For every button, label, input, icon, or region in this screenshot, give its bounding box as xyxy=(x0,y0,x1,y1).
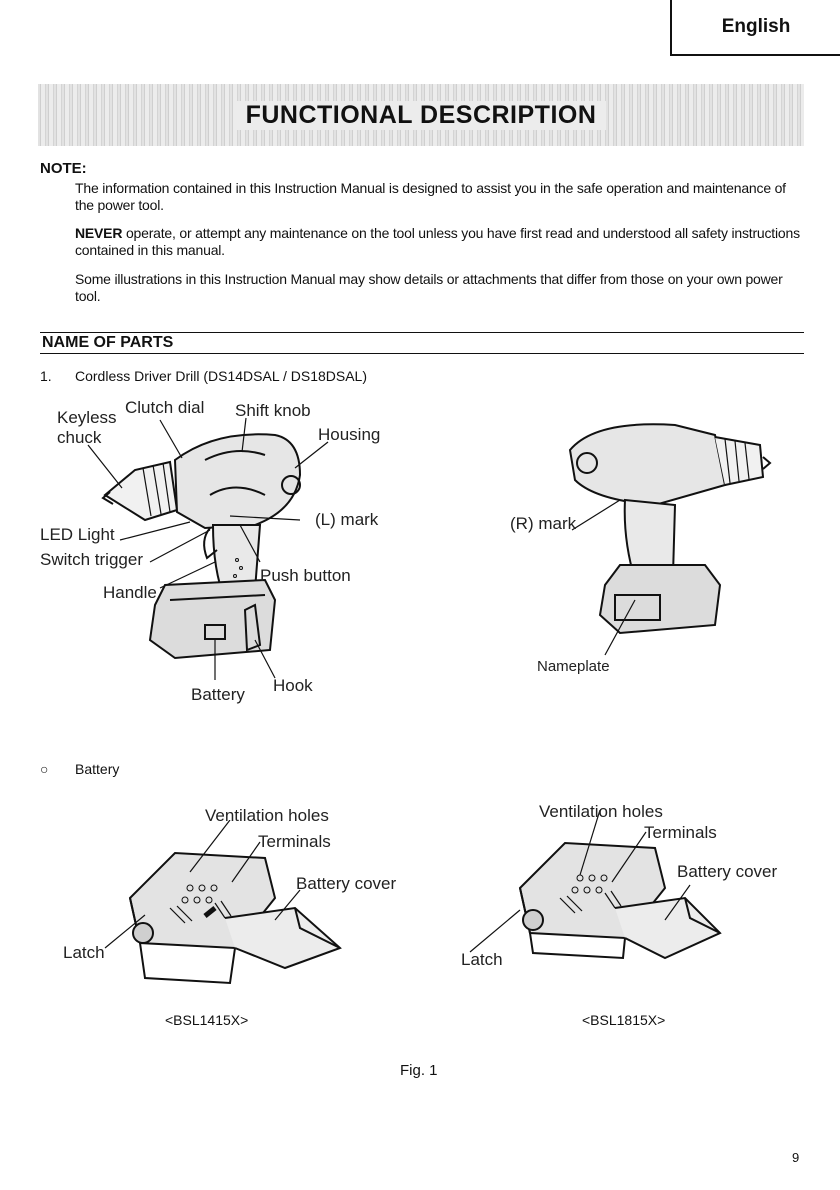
label-r-mark: (R) mark xyxy=(510,514,577,533)
label-clutch-dial: Clutch dial xyxy=(125,398,205,417)
label-push-button: Push button xyxy=(260,566,351,585)
note-paragraph-2-text: operate, or attempt any maintenance on t… xyxy=(75,225,800,258)
label-keyless: Keyless xyxy=(57,408,117,427)
l-mark-text: mark xyxy=(340,510,379,529)
label-led-light: LED Light xyxy=(40,525,115,544)
banner-title: FUNCTIONAL DESCRIPTION xyxy=(235,100,607,130)
label-battery: Battery xyxy=(191,685,245,704)
language-tab: English xyxy=(670,0,840,56)
label-ventilation-holes-left: Ventilation holes xyxy=(205,806,329,825)
note-paragraph-3: Some illustrations in this Instruction M… xyxy=(75,271,783,304)
drill-right-leader-lines xyxy=(571,499,636,656)
label-hook: Hook xyxy=(273,676,313,695)
note-paragraph-1: The information contained in this Instru… xyxy=(75,180,786,213)
bullet-battery: ○ xyxy=(40,761,49,777)
caption-bsl1415x: <BSL1415X> xyxy=(165,1012,249,1028)
label-latch-left: Latch xyxy=(63,943,105,962)
note-heading: NOTE: xyxy=(40,160,87,177)
language-label: English xyxy=(721,16,791,37)
battery-right-leader-lines xyxy=(469,810,691,953)
drill-illustration-right xyxy=(568,423,772,635)
list-item-drill: Cordless Driver Drill (DS14DSAL / DS18DS… xyxy=(75,368,368,384)
l-symbol: L xyxy=(320,510,331,529)
r-symbol: R xyxy=(515,514,528,533)
caption-bsl1815x: <BSL1815X> xyxy=(582,1012,666,1028)
figure-caption: Fig. 1 xyxy=(400,1062,438,1079)
label-battery-cover-right: Battery cover xyxy=(677,862,778,881)
battery-illustration-left xyxy=(128,851,342,985)
page-number: 9 xyxy=(792,1150,800,1165)
label-housing: Housing xyxy=(318,425,381,444)
note-paragraph-2: NEVER operate, or attempt any maintenanc… xyxy=(75,225,803,259)
battery-illustration-right xyxy=(518,841,722,960)
label-handle: Handle xyxy=(103,583,157,602)
label-chuck: chuck xyxy=(57,428,102,447)
drill-leader-lines xyxy=(87,417,329,680)
never-emphasis: NEVER xyxy=(75,225,123,241)
label-nameplate: Nameplate xyxy=(537,658,610,675)
label-shift-knob: Shift knob xyxy=(235,401,311,420)
label-switch-trigger: Switch trigger xyxy=(40,550,143,569)
section-banner: FUNCTIONAL DESCRIPTION xyxy=(38,84,804,146)
r-mark-text: mark xyxy=(538,514,577,533)
label-latch-right: Latch xyxy=(461,950,503,969)
section-heading: NAME OF PARTS xyxy=(40,332,804,354)
label-terminals-right: Terminals xyxy=(644,823,717,842)
label-l-mark: (L) mark xyxy=(315,510,379,529)
label-terminals-left: Terminals xyxy=(258,832,331,851)
battery-left-leader-lines xyxy=(104,820,301,949)
section-title: NAME OF PARTS xyxy=(42,334,174,351)
list-item-battery: Battery xyxy=(75,761,120,777)
label-ventilation-holes-right: Ventilation holes xyxy=(539,802,663,821)
label-battery-cover-left: Battery cover xyxy=(296,874,397,893)
list-number-1: 1. xyxy=(40,368,52,384)
drill-illustration-left xyxy=(101,433,302,660)
